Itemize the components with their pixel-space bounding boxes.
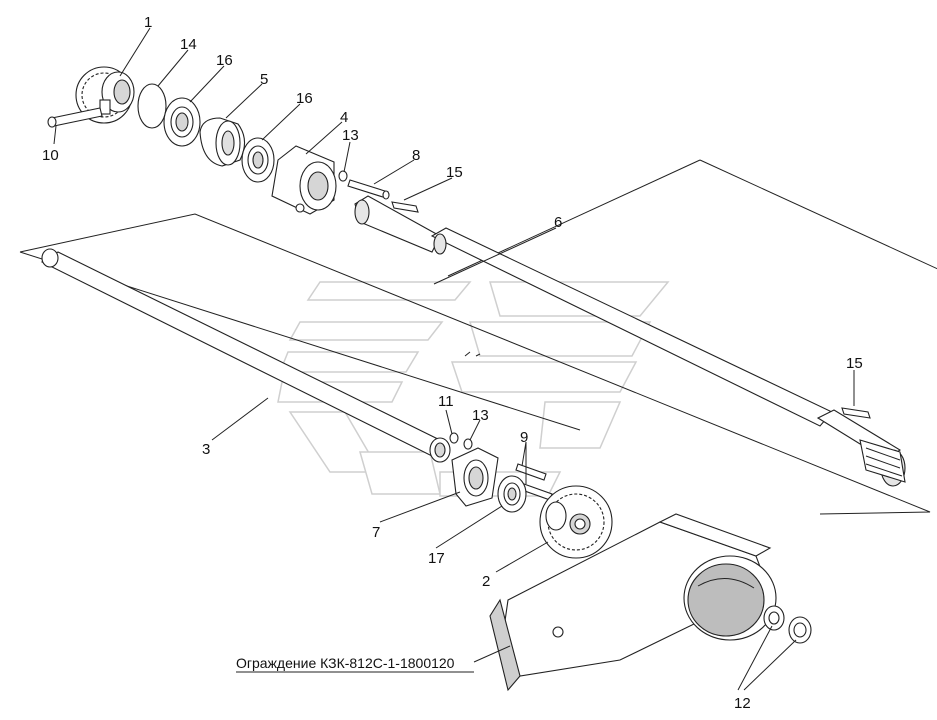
nut-11 — [449, 432, 459, 444]
label-13-upper: 13 — [342, 127, 359, 144]
label-11: 11 — [438, 393, 454, 410]
label-4: 4 — [340, 109, 348, 126]
shaft-6 — [354, 195, 906, 487]
label-16-upper: 16 — [216, 52, 233, 69]
label-2: 2 — [482, 573, 490, 590]
snap-ring-14 — [137, 83, 167, 129]
label-6: 6 — [554, 214, 562, 231]
pin-8 — [347, 179, 390, 200]
label-15-upper: 15 — [446, 164, 463, 181]
washer-13-upper — [338, 170, 348, 182]
bolt-10 — [47, 107, 103, 128]
sprocket-1 — [75, 66, 135, 124]
guard-cover — [489, 513, 777, 692]
label-5: 5 — [260, 71, 268, 88]
watermark-logo — [277, 281, 670, 497]
pipe-3 — [40, 248, 451, 463]
key-15-lower — [841, 407, 871, 419]
leader-lines — [53, 27, 855, 691]
key-15-upper — [391, 201, 419, 213]
bearing-16-upper — [163, 97, 201, 147]
washers-12 — [763, 605, 812, 644]
label-7: 7 — [372, 524, 380, 541]
label-10: 10 — [42, 147, 59, 164]
bearing-16-lower — [241, 137, 275, 183]
label-17: 17 — [428, 550, 445, 567]
label-8: 8 — [412, 147, 420, 164]
label-14: 14 — [180, 36, 197, 53]
part-labels: 1 14 16 5 16 4 13 8 15 10 6 15 3 11 13 9… — [42, 14, 863, 712]
housing-5 — [199, 117, 246, 167]
flange-7 — [451, 447, 499, 507]
label-1: 1 — [144, 14, 152, 31]
sprocket-2 — [539, 485, 613, 559]
bearing-17 — [497, 475, 527, 513]
guard-caption: Ограждение КЗК-812С-1-1800120 — [236, 655, 455, 671]
label-15-lower: 15 — [846, 355, 863, 372]
label-12: 12 — [734, 695, 751, 712]
label-9: 9 — [520, 429, 528, 446]
label-16-lower: 16 — [296, 90, 313, 107]
label-3: 3 — [202, 441, 210, 458]
label-13-lower: 13 — [472, 407, 489, 424]
bearing-body-4 — [271, 145, 337, 215]
washer-13-lower — [463, 438, 473, 450]
